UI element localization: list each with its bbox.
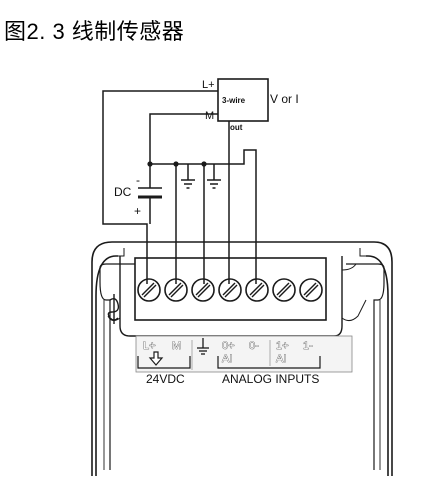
ground-icon [181, 179, 195, 189]
earth-icon [197, 338, 209, 355]
wire-sensor-m [149, 113, 222, 165]
terminal-screw [245, 278, 269, 302]
sensor-out-label: out [230, 123, 243, 132]
analog-inputs-label: ANALOG INPUTS [222, 372, 319, 386]
dc-supply-battery [138, 187, 162, 203]
sensor-m-label: M [205, 110, 214, 122]
terminal-label-0plus: 0+ [222, 340, 235, 352]
sensor-lplus-label: L+ [202, 79, 215, 91]
dc-minus-label: - [136, 173, 140, 187]
terminal-screw [218, 278, 242, 302]
terminal-screw [272, 278, 296, 302]
junction-dots [147, 161, 207, 167]
terminal-label-1minus: 1- [303, 340, 313, 352]
arrow-down-icon [148, 351, 164, 366]
terminal-label-lplus: L+ [143, 340, 156, 352]
ground-icon [207, 179, 221, 189]
wires [102, 90, 257, 284]
terminal-label-1ai: AI [276, 353, 286, 365]
terminal-screw [137, 278, 161, 302]
module-label-strip: L+ M 0+ 0- AI 1+ 1- AI [143, 338, 313, 370]
plc-module [91, 241, 393, 476]
power-label: 24VDC [146, 372, 185, 386]
sensor-type-label: 3-wire [222, 96, 246, 105]
terminal-screw [191, 278, 215, 302]
sensor-box [217, 78, 269, 122]
dc-plus-label: + [134, 204, 141, 218]
clip-icon [107, 294, 120, 324]
wire-lplus [102, 90, 218, 284]
terminal-screw [164, 278, 188, 302]
terminal-label-m: M [172, 340, 181, 352]
sensor-output-label: V or I [270, 92, 299, 106]
terminal-label-1plus: 1+ [276, 340, 289, 352]
wire-0minus [222, 149, 257, 284]
terminal-screw [299, 278, 323, 302]
terminal-screws [137, 278, 323, 302]
terminal-label-0ai: AI [222, 353, 232, 365]
dc-label: DC [114, 185, 132, 199]
label-brackets [137, 356, 321, 369]
page-title: 图2. 3 线制传感器 [4, 19, 185, 44]
terminal-label-0minus: 0- [249, 340, 259, 352]
